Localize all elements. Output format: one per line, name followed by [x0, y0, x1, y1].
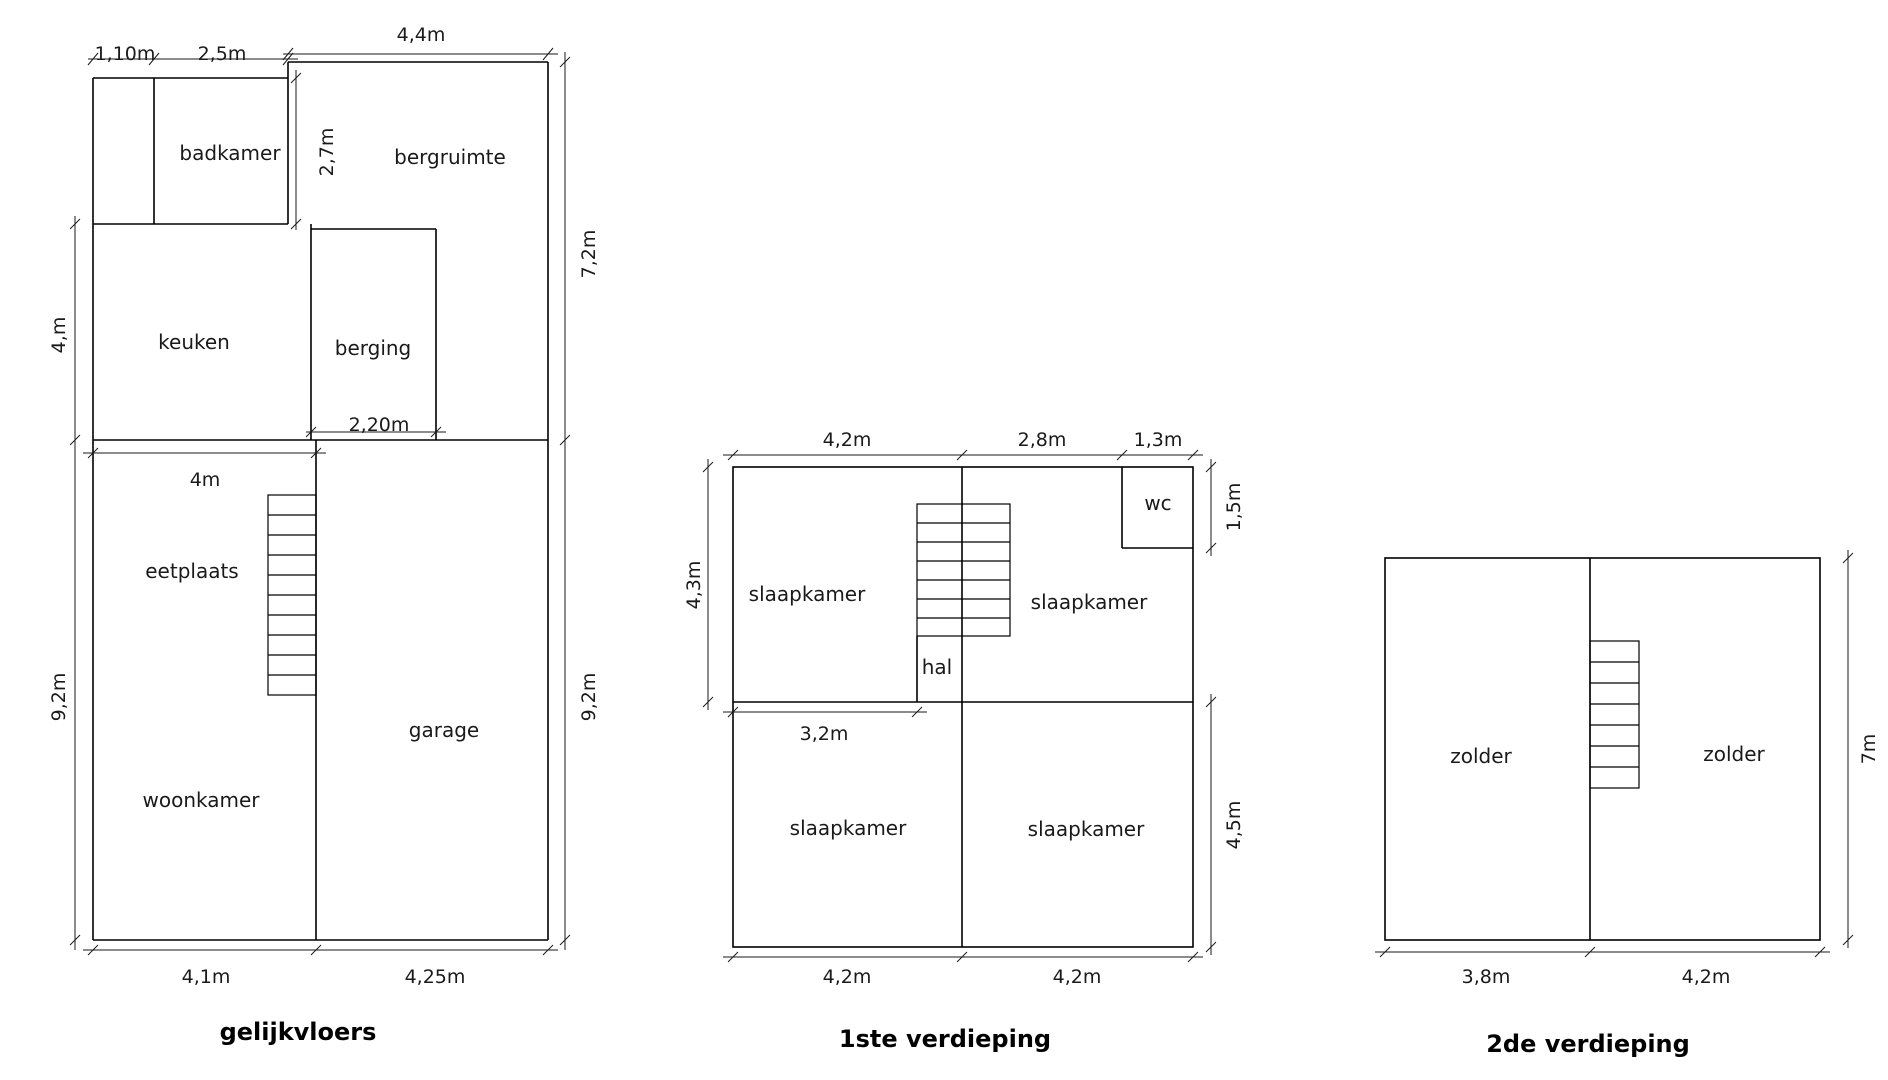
room-label-keuken: keuken	[158, 330, 230, 354]
dim-label-4-25m: 4,25m	[405, 966, 466, 988]
dim-label-7-2m: 7,2m	[578, 230, 600, 279]
floor-title-gelijkvloers: gelijkvloers	[220, 1018, 377, 1046]
staircase-gelijkvloers	[267, 494, 317, 696]
dim-label-2-7m: 2,7m	[316, 128, 338, 177]
dim-label-4-5m: 4,5m	[1223, 801, 1245, 850]
dim-label-4-2m-2de: 4,2m	[1682, 966, 1731, 988]
dimension-labels-gelijkvloers: 1,10m 2,5m 4,4m 2,7m 7,2m 4,m 2,20m 4m 9…	[48, 24, 600, 988]
dim-label-1-3m: 1,3m	[1134, 429, 1183, 451]
dim-label-9-2m-left: 9,2m	[48, 673, 70, 722]
room-labels-gelijkvloers: badkamer bergruimte keuken berging eetpl…	[142, 141, 505, 812]
dim-label-1-10m: 1,10m	[95, 43, 156, 65]
room-label-bergruimte: bergruimte	[394, 145, 506, 169]
room-label-zolder-left: zolder	[1450, 744, 1512, 768]
dim-label-4m-vertical: 4,m	[48, 317, 70, 354]
floor-2de-verdieping: zolder zolder 7m 3,8m 4,2m 2de verdiepin…	[1375, 550, 1880, 1058]
dim-label-9-2m-right: 9,2m	[578, 673, 600, 722]
room-labels-1ste-verdieping: slaapkamer slaapkamer wc hal slaapkamer …	[749, 491, 1172, 841]
room-label-slaapkamer-3: slaapkamer	[790, 816, 907, 840]
dim-label-1-5m: 1,5m	[1223, 483, 1245, 532]
dim-label-2-8m: 2,8m	[1018, 429, 1067, 451]
floor-title-2de-verdieping: 2de verdieping	[1486, 1030, 1690, 1058]
walls-1ste-verdieping	[732, 466, 1194, 948]
dimension-lines-gelijkvloers	[69, 47, 571, 956]
room-label-berging: berging	[335, 336, 412, 360]
room-label-slaapkamer-4: slaapkamer	[1028, 817, 1145, 841]
dim-label-4-2m-bottom-left: 4,2m	[823, 966, 872, 988]
dim-label-4-1m: 4,1m	[182, 966, 231, 988]
floor-gelijkvloers: badkamer bergruimte keuken berging eetpl…	[48, 24, 600, 1046]
staircase-1ste-verdieping	[916, 503, 1011, 637]
dim-label-3-8m: 3,8m	[1462, 966, 1511, 988]
room-label-slaapkamer-2: slaapkamer	[1031, 590, 1148, 614]
room-label-garage: garage	[409, 718, 479, 742]
staircase-2de-verdieping	[1589, 640, 1640, 789]
room-label-zolder-right: zolder	[1703, 742, 1765, 766]
dim-label-2-5m: 2,5m	[198, 43, 247, 65]
dimension-lines-1ste-verdieping	[702, 449, 1217, 963]
room-label-slaapkamer-1: slaapkamer	[749, 582, 866, 606]
dimension-labels-1ste-verdieping: 4,2m 2,8m 1,3m 1,5m 4,3m 3,2m 4,5m 4,2m …	[683, 429, 1245, 988]
dim-label-4m: 4m	[190, 469, 221, 491]
floor-title-1ste-verdieping: 1ste verdieping	[839, 1025, 1051, 1053]
dim-label-2-20m: 2,20m	[349, 414, 410, 436]
dim-label-4-2m-top: 4,2m	[823, 429, 872, 451]
floor-1ste-verdieping: slaapkamer slaapkamer wc hal slaapkamer …	[683, 429, 1245, 1053]
room-label-wc: wc	[1144, 491, 1171, 515]
dim-label-4-2m-bottom-right: 4,2m	[1053, 966, 1102, 988]
dimension-labels-2de-verdieping: 7m 3,8m 4,2m	[1462, 734, 1880, 988]
room-label-badkamer: badkamer	[179, 141, 281, 165]
dimension-lines-2de-verdieping	[1375, 550, 1854, 958]
room-label-eetplaats: eetplaats	[145, 559, 238, 583]
dim-label-3-2m: 3,2m	[800, 723, 849, 745]
room-label-woonkamer: woonkamer	[142, 788, 260, 812]
dim-label-4-3m: 4,3m	[683, 561, 705, 610]
dim-label-4-4m: 4,4m	[397, 24, 446, 46]
room-label-hal: hal	[922, 655, 953, 679]
dim-label-7m: 7m	[1858, 734, 1880, 765]
room-labels-2de-verdieping: zolder zolder	[1450, 742, 1765, 768]
